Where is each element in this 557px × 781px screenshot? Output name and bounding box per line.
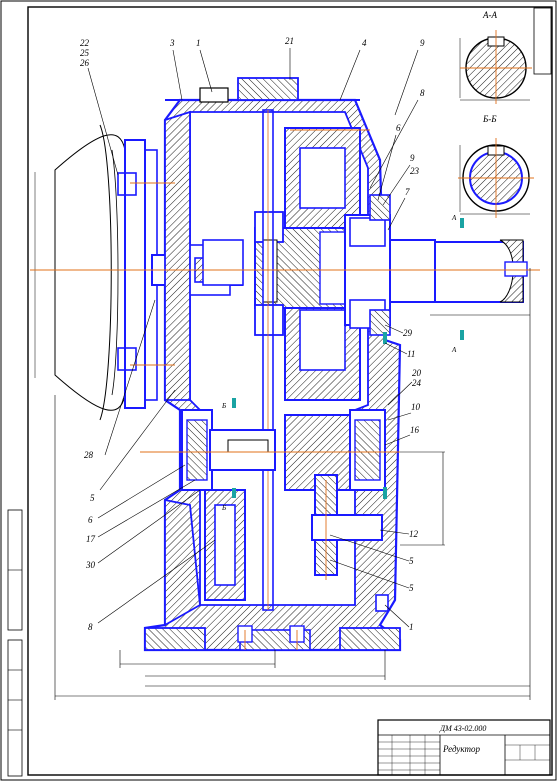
callout-24: 24 xyxy=(412,378,422,388)
callout-6: 6 xyxy=(396,123,401,133)
lower-shaft xyxy=(181,409,386,601)
callout-23: 23 xyxy=(410,166,420,176)
doc-code: ДМ 43-02.000 xyxy=(439,724,486,733)
callout-4: 4 xyxy=(362,38,367,48)
section-marker-b-top: Б xyxy=(221,402,226,410)
callout-25: 25 xyxy=(80,48,90,58)
callout-1: 1 xyxy=(196,38,201,48)
intermediate-shaft xyxy=(254,109,366,611)
motor-flange xyxy=(34,124,158,421)
callout-8: 8 xyxy=(420,88,425,98)
callout-16: 16 xyxy=(410,425,420,435)
section-a-a-label: А-А xyxy=(482,10,497,20)
callout-26: 26 xyxy=(80,58,90,68)
section-markers xyxy=(232,218,464,499)
callout-10: 10 xyxy=(411,402,421,412)
callout-1-second: 1 xyxy=(409,622,414,632)
leader-lines xyxy=(87,48,419,628)
callout-28: 28 xyxy=(84,450,94,460)
callout-17: 17 xyxy=(86,534,96,544)
section-marker-a-top: А xyxy=(451,214,457,222)
callout-3: 3 xyxy=(169,38,175,48)
left-margin-strip xyxy=(7,509,23,777)
callout-20: 20 xyxy=(412,368,422,378)
callout-29: 29 xyxy=(403,328,413,338)
dimension-lines xyxy=(54,268,531,700)
callout-6-second: 6 xyxy=(88,515,93,525)
callout-7: 7 xyxy=(405,187,410,197)
top-right-stamp xyxy=(533,7,552,75)
section-marker-b-bottom: Б xyxy=(221,504,226,512)
callout-9-second: 9 xyxy=(410,153,415,163)
callout-12: 12 xyxy=(409,529,419,539)
callout-22: 22 xyxy=(80,38,90,48)
output-shaft xyxy=(344,194,528,336)
callout-5: 5 xyxy=(90,493,95,503)
section-a-a: А-А xyxy=(459,10,530,101)
housing-left-wall xyxy=(164,110,191,401)
callout-21: 21 xyxy=(285,36,294,46)
drawing-frame xyxy=(27,6,553,776)
callout-5-second: 5 xyxy=(409,556,414,566)
callout-labels: 22 25 26 3 1 21 4 9 8 6 9 23 7 29 11 20 … xyxy=(80,36,425,632)
section-b-b: Б-Б xyxy=(459,114,530,215)
callout-30: 30 xyxy=(85,560,96,570)
section-marker-a-bottom: А xyxy=(451,346,457,354)
section-b-b-label: Б-Б xyxy=(482,114,497,124)
callout-11: 11 xyxy=(407,349,415,359)
center-lines xyxy=(30,30,540,650)
drawing-title: Редуктор xyxy=(442,744,480,754)
callout-9: 9 xyxy=(420,38,425,48)
title-block: ДМ 43-02.000 Редуктор xyxy=(377,719,551,776)
callout-8-second: 8 xyxy=(88,622,93,632)
callout-5-third: 5 xyxy=(409,583,414,593)
